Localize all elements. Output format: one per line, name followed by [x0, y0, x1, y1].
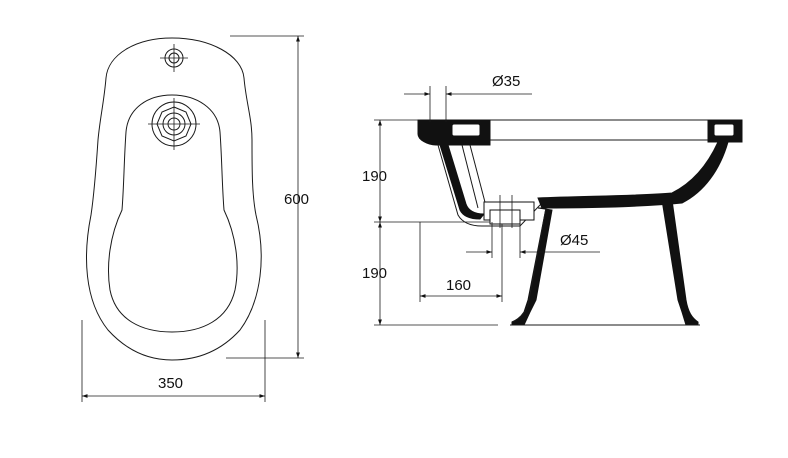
- side-view: Ø35 190 190 160 Ø45: [362, 73, 743, 326]
- bowl-shell-thick: [537, 141, 729, 209]
- dimension-length-label: 600: [284, 191, 309, 208]
- dimension-upper-height: 190: [362, 119, 490, 223]
- dimension-inlet: Ø35: [404, 73, 532, 122]
- top-view: 600 350: [81, 35, 309, 402]
- dimension-lower-height-label: 190: [362, 265, 387, 282]
- dimension-width-label: 350: [158, 375, 183, 392]
- tap-hole-icon: [160, 44, 188, 72]
- pedestal-right-leg: [661, 199, 699, 326]
- top-view-outer-outline: [86, 37, 262, 361]
- top-view-bowl-outline: [108, 94, 238, 333]
- dimension-outlet: Ø45: [466, 222, 600, 258]
- dimension-outlet-label: Ø45: [560, 232, 588, 249]
- dimension-upper-height-label: 190: [362, 168, 387, 185]
- dimension-lower-height: 190: [362, 222, 498, 326]
- dimension-length: 600: [226, 35, 309, 359]
- drain-fitting-icon: [148, 98, 200, 150]
- dimension-width: 350: [81, 320, 266, 402]
- dimension-inlet-label: Ø35: [492, 73, 520, 90]
- dimension-outlet-offset: 160: [419, 222, 503, 302]
- dimension-outlet-offset-label: 160: [446, 277, 471, 294]
